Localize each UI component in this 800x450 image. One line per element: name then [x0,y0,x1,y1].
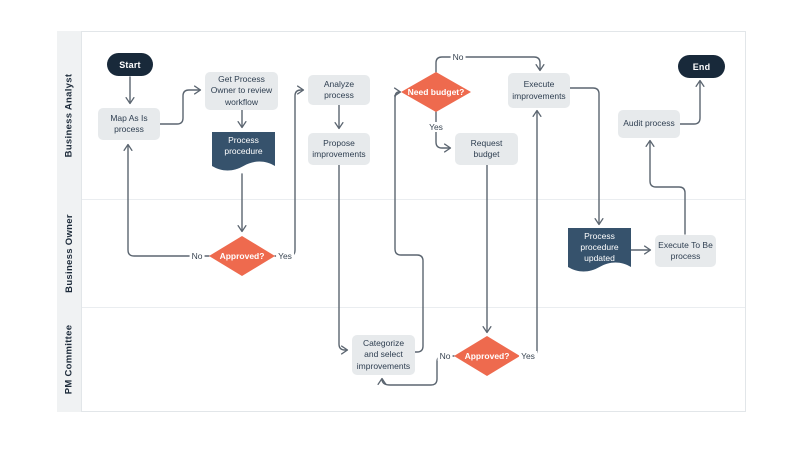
node-label: Categorize and select improvements [356,338,411,371]
node-label: Execute improvements [512,79,566,101]
node-label: Analyze process [323,78,355,100]
lane-label: Business Analyst [63,73,75,157]
node-label: Approved? [464,351,510,361]
node-process-procedure-updated-document[interactable]: Process procedure updated [568,228,631,275]
node-label: End [692,61,711,72]
node-label: Map As Is process [110,112,148,134]
node-label: Get Process Owner to review workflow [210,74,273,107]
node-label: Process procedure updated [580,231,619,264]
document-shape [568,228,631,272]
node-end[interactable]: End [678,55,725,78]
edge-label-yes: Yes [276,251,294,261]
node-execute-to-be-process[interactable]: Execute To Be process [655,235,716,267]
node-audit-process[interactable]: Audit process [618,110,680,138]
document-shape [212,132,275,171]
node-label: Approved? [219,251,265,261]
lane-business-analyst: Business Analyst [57,31,82,199]
lane-business-owner: Business Owner [57,199,82,307]
lane-label: Business Owner [63,213,75,293]
lane-divider [58,199,745,200]
node-analyze-process[interactable]: Analyze process [308,75,370,105]
node-execute-improvements[interactable]: Execute improvements [508,73,570,108]
lane-pm-committee: PM Committee [57,307,82,412]
edge-label-no: No [437,351,453,361]
node-label: Request budget [470,137,503,159]
node-process-procedure-document[interactable]: Process procedure [212,132,275,174]
node-start[interactable]: Start [107,53,153,76]
node-label: Need budget? [407,87,465,97]
node-get-process-owner[interactable]: Get Process Owner to review workflow [205,72,278,110]
node-label: Start [119,59,141,70]
edge-label-no: No [189,251,205,261]
node-categorize-improvements[interactable]: Categorize and select improvements [352,335,415,375]
node-label: Propose improvements [312,137,366,159]
edge-label-no: No [450,52,466,62]
node-label: Execute To Be process [658,239,713,261]
lane-label: PM Committee [63,324,75,395]
node-request-budget[interactable]: Request budget [455,133,518,165]
node-map-as-is-process[interactable]: Map As Is process [98,108,160,140]
node-propose-improvements[interactable]: Propose improvements [308,133,370,165]
edge-label-yes: Yes [427,122,445,132]
node-label: Process procedure [224,135,263,157]
lane-divider [58,307,745,308]
node-label: Audit process [623,118,675,129]
edge-label-yes: Yes [519,351,537,361]
